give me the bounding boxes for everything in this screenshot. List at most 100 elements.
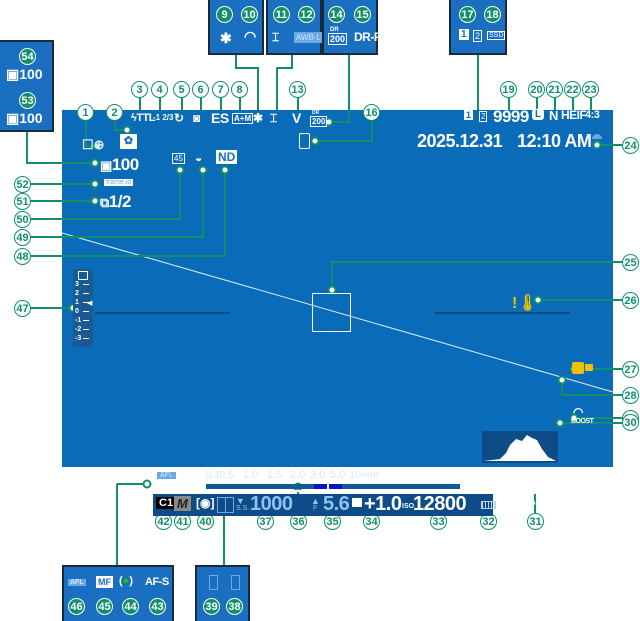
distance-bar-line xyxy=(206,490,460,492)
ttl-lock-icon xyxy=(225,497,234,513)
callout-31: 31 xyxy=(527,513,544,530)
exposure-scale-tick xyxy=(83,320,89,321)
exposure-scale-label: -2 xyxy=(75,326,82,333)
card-slot-2-icon: 2 xyxy=(473,30,483,42)
distance-scale-label: 3.0 xyxy=(310,469,326,481)
bracket-value: 1/2 xyxy=(108,192,132,211)
lcd-screen xyxy=(62,110,613,467)
callout-11: 11 xyxy=(273,6,290,23)
callout-13: 13 xyxy=(289,81,306,98)
aspect-ratio: 4:3 xyxy=(585,109,600,121)
boost-label: BOOST xyxy=(571,418,594,425)
exposure-scale-tick xyxy=(83,302,89,303)
card-slot-2: 2 xyxy=(479,111,488,122)
bracket-icon: ⧉ xyxy=(100,195,109,210)
callout-54: 54 xyxy=(19,48,36,65)
card-slot-1-icon: 1 xyxy=(459,29,469,40)
exposure-scale-tick xyxy=(83,338,89,339)
white-balance-icon-screen: ⌶ xyxy=(270,111,278,125)
smartphone-icon xyxy=(299,133,310,149)
afl-badge: AFL xyxy=(157,472,176,479)
callout-16: 16 xyxy=(363,104,380,121)
camera-icon xyxy=(585,364,593,371)
inset-17-18: 17 18 1 2 SSD xyxy=(449,0,507,55)
dr-p-label: DR-P xyxy=(354,30,382,44)
flash-mode-text: TTL xyxy=(136,112,155,124)
time-display: 12:10 AM xyxy=(517,131,592,151)
distance-scale-label: 0.5 xyxy=(219,469,235,481)
callout-22: 22 xyxy=(564,81,581,98)
focus-check-zoom-icon: ☐⊕ xyxy=(82,137,105,152)
exposure-scale-label: 1 xyxy=(75,299,79,306)
bluetooth-icon-screen: ✱ xyxy=(253,111,264,125)
callout-48: 48 xyxy=(14,248,31,265)
callout-45: 45 xyxy=(96,598,113,615)
callout-7: 7 xyxy=(212,81,229,98)
exposure-scale-tick xyxy=(83,284,89,285)
callout-50: 50 xyxy=(14,211,31,228)
custom-mode-badge: C1 xyxy=(156,497,177,509)
callout-10: 10 xyxy=(241,6,258,23)
callout-9: 9 xyxy=(216,6,233,23)
callout-51: 51 xyxy=(14,193,31,210)
self-timer-icon: ↻ xyxy=(174,111,185,125)
callout-26: 26 xyxy=(622,292,639,309)
callout-18: 18 xyxy=(484,6,501,23)
callout-49: 49 xyxy=(14,229,31,246)
film-simulation-icon: V xyxy=(292,110,301,126)
exposure-scale-label: -3 xyxy=(75,335,82,342)
distance-scale-label: 5.0 xyxy=(330,469,346,481)
location-indicator-icon xyxy=(592,134,602,139)
callout-19: 19 xyxy=(500,81,517,98)
distance-scale-label: 10 xyxy=(349,469,362,481)
inset-9-10: 9 10 ✱ ◠ xyxy=(208,0,264,55)
white-balance-icon: ⌶ xyxy=(272,30,280,44)
f-label: F xyxy=(313,505,318,512)
callout-24: 24 xyxy=(622,137,639,154)
counter-icon: ▣ xyxy=(100,158,112,173)
counter-icon: ▣ xyxy=(6,110,20,126)
histogram-area xyxy=(484,435,556,461)
lock-icon xyxy=(572,362,584,374)
callout-39: 39 xyxy=(203,598,220,615)
afl-indicator: AFL xyxy=(68,579,86,586)
callout-14: 14 xyxy=(328,6,345,23)
mf-badge: MF xyxy=(96,576,113,588)
aperture-value: 5.6 xyxy=(323,493,350,515)
inset-43-46: AFL MF (●) AF-S 46 45 44 43 xyxy=(62,565,174,621)
callout-23: 23 xyxy=(582,81,599,98)
shutter-speed-value: 1000 xyxy=(250,493,293,515)
exposure-comp-icon-bar xyxy=(352,498,362,507)
counter-icon: ▣ xyxy=(6,66,20,82)
inset-14-15: 14 15 DR 200 DR-P xyxy=(322,0,382,55)
distance-scale-label: 0.1 xyxy=(205,469,221,481)
focus-am-badge: A+M xyxy=(232,113,254,124)
callout-4: 4 xyxy=(151,81,168,98)
callout-34: 34 xyxy=(363,513,380,530)
aperture-icon: ▲ xyxy=(311,496,320,506)
boost-gauge-icon: ◠ xyxy=(573,405,584,419)
wifi-icon: ◠ xyxy=(244,28,257,44)
exposure-scale-label: 3 xyxy=(75,281,79,288)
af-s-label: AF-S xyxy=(145,576,169,588)
counter-54-value: 100 xyxy=(19,66,43,82)
flash-mode-ttl: ϟTTL xyxy=(131,112,155,124)
focus-frame[interactable] xyxy=(312,293,351,332)
ae-lock-icon xyxy=(209,575,218,590)
callout-44: 44 xyxy=(122,598,139,615)
bluetooth-icon: ✱ xyxy=(220,30,232,46)
callout-38: 38 xyxy=(226,598,243,615)
callout-27: 27 xyxy=(622,361,639,378)
callout-1: 1 xyxy=(77,104,94,121)
bracket-indicator: ⧉1/2 xyxy=(100,192,131,212)
inset-38-39: 39 38 xyxy=(195,565,250,621)
ss-label: S.S. xyxy=(236,505,250,512)
af-mode: AF-S xyxy=(157,479,184,493)
electronic-level-line xyxy=(61,232,614,393)
frameio-badge: frame.io xyxy=(104,179,134,186)
callout-15: 15 xyxy=(354,6,371,23)
callout-47: 47 xyxy=(14,300,31,317)
callout-20: 20 xyxy=(528,81,545,98)
iso-value: 12800 xyxy=(413,493,467,515)
callout-3: 3 xyxy=(131,81,148,98)
